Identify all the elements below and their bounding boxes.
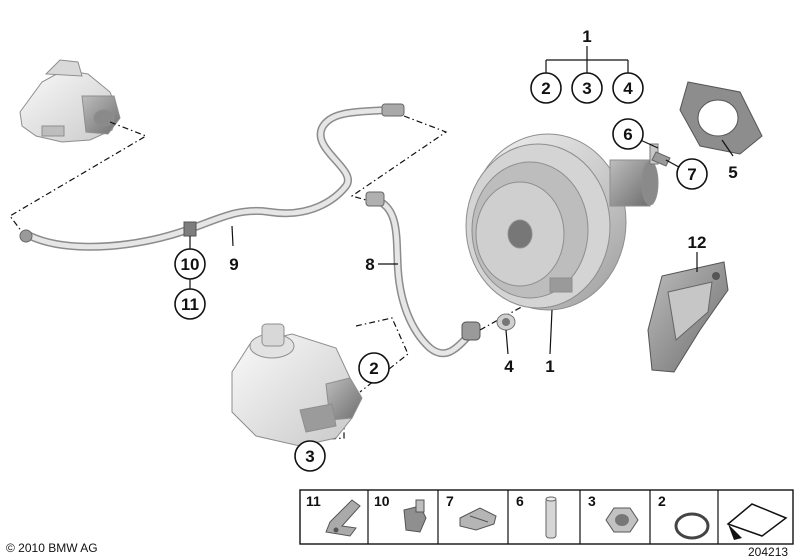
clamp-legend-icon: [403, 499, 427, 533]
callout-reservoir-3: 3: [305, 447, 314, 466]
callouts: 1 2 3 4 5 6 7 8 9 10 11 12 2 3 4 1: [174, 27, 738, 472]
pin-and-clip: [649, 143, 671, 167]
line-connection-dash: [350, 115, 448, 201]
callout-top-4: 4: [623, 79, 633, 98]
legend-number-clamp: 10: [374, 493, 390, 509]
callout-circle-top-2: [530, 72, 562, 104]
direction-arrow-icon: [726, 503, 788, 540]
copyright-text: © 2010 BMW AG: [6, 541, 98, 555]
reservoir-connection-dash: [355, 317, 409, 393]
diagram-number: 204213: [748, 545, 788, 559]
callout-circle-top-3: [571, 72, 603, 104]
callout-washer-4: 4: [504, 357, 514, 376]
callout-reservoir-2: 2: [369, 359, 378, 378]
callout-circle-reservoir-2: [358, 352, 390, 384]
seal-gasket: [679, 81, 763, 155]
callout-line-8: 8: [365, 255, 374, 274]
parts-legend: 11 10 7 6 3 2: [299, 489, 794, 545]
callout-clip-7: 7: [687, 165, 696, 184]
callout-circle-clip-7: [676, 158, 708, 190]
brake-booster: [465, 133, 659, 311]
callout-top-1: 1: [582, 27, 591, 46]
vacuum-pump: [19, 59, 121, 143]
vacuum-line: [19, 103, 405, 251]
callout-circle-clamp-10: [174, 248, 206, 280]
legend-number-bracket: 11: [306, 493, 321, 509]
callout-seal-5: 5: [728, 163, 737, 182]
callout-circle-pin-6: [612, 118, 644, 150]
bracket-legend-icon: [325, 499, 361, 537]
nut-legend-icon: [605, 507, 639, 533]
callout-bracket-12: 12: [688, 233, 707, 252]
legend-number-nut: 3: [588, 493, 596, 509]
callout-circle-reservoir-3: [294, 440, 326, 472]
callout-booster-1: 1: [545, 357, 554, 376]
callout-circle-top-4: [612, 72, 644, 104]
bracket-12: [647, 261, 729, 373]
pin-legend-icon: [545, 496, 557, 539]
legend-number-pin: 6: [516, 493, 524, 509]
pump-connection-line: [9, 121, 148, 233]
legend-number-o-ring: 2: [658, 493, 666, 509]
callout-pin-6: 6: [623, 125, 632, 144]
legend-number-clip: 7: [446, 493, 454, 509]
callout-line-9: 9: [229, 255, 238, 274]
clip-legend-icon: [459, 507, 497, 531]
vacuum-line-8: [365, 191, 481, 358]
brake-fluid-reservoir: [231, 323, 363, 447]
washer: [496, 313, 516, 331]
callout-top-3: 3: [582, 79, 591, 98]
callout-circle-bracket-11: [174, 288, 206, 320]
callout-bracket-11: 11: [181, 295, 199, 314]
o-ring-legend-icon: [674, 512, 710, 540]
callout-top-2: 2: [541, 79, 550, 98]
callout-clamp-10: 10: [181, 255, 200, 274]
